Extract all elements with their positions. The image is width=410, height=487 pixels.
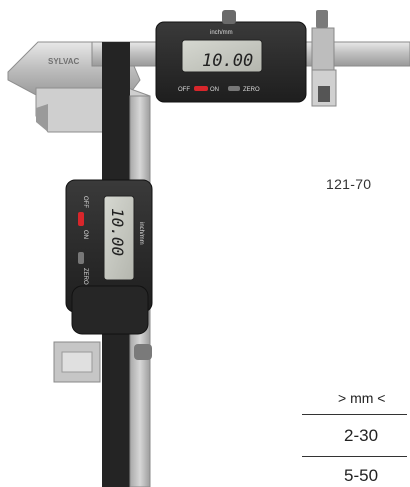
vertical-zero-label: ZERO [82,268,88,285]
brand-mark: SYLVAC [48,57,79,66]
spec-range-2: 5-50 [344,466,379,485]
clamp-screw [134,344,152,360]
top-zero-button[interactable] [228,86,240,91]
vertical-off-label: OFF [82,196,88,208]
spec-range-1: 2-30 [344,426,379,445]
thumb-grip [71,285,149,335]
vertical-lcd-reading: 10.00 [108,208,127,256]
top-on-button[interactable] [194,86,208,91]
beam-slider [311,10,337,107]
top-unit-label: inch/mm [210,30,233,36]
spec-divider [302,414,407,415]
vertical-lcd-screen [103,195,135,281]
top-lcd-screen [181,39,263,73]
top-lcd-reading: 10.00 [202,51,253,71]
vertical-on-button[interactable] [78,212,84,226]
top-on-label: ON [210,87,219,93]
top-lock-screw [222,10,236,24]
top-zero-label: ZERO [243,87,260,93]
vertical-unit-label: inch/mm [138,222,144,245]
model-number: 121-70 [326,176,372,192]
vertical-on-label: ON [82,230,88,239]
spec-header: > mm < [338,390,386,406]
spec-divider [302,456,407,457]
lower-clamp [53,341,152,383]
vertical-display-unit: 10.00 OFF ON ZERO inch/mm [65,179,153,335]
top-off-label: OFF [178,87,190,93]
vertical-zero-button[interactable] [78,252,84,264]
top-display-unit: inch/mm 10.00 OFF ON ZERO [155,10,307,103]
